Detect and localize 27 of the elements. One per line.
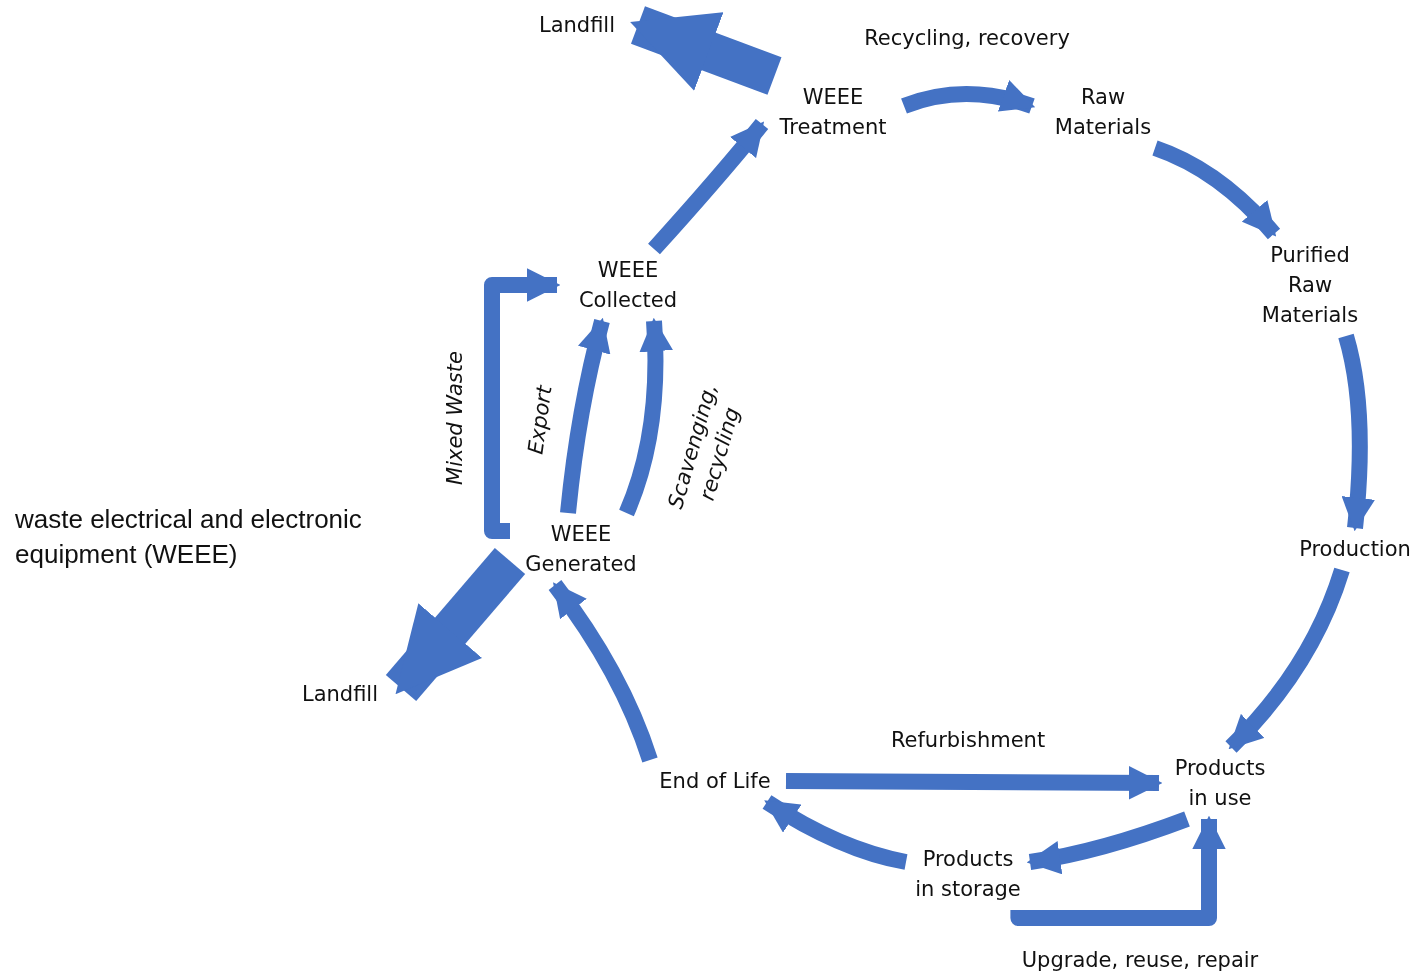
arrow bbox=[484, 268, 561, 539]
arrow bbox=[560, 317, 611, 514]
arrow bbox=[1152, 140, 1281, 240]
stage-label: Products in use bbox=[1165, 753, 1275, 813]
stage-label: Products in storage bbox=[912, 844, 1024, 904]
stage-label: WEEE Treatment bbox=[768, 82, 898, 142]
stage-label: Landfill bbox=[285, 679, 395, 709]
stage-label: Purified Raw Materials bbox=[1250, 240, 1370, 330]
arrow bbox=[1225, 567, 1350, 753]
stage-label: Production bbox=[1290, 534, 1420, 564]
stage-label: WEEE Generated bbox=[516, 519, 646, 579]
stage-label: WEEE Collected bbox=[563, 255, 693, 315]
arrow bbox=[1338, 333, 1375, 532]
arrow bbox=[1010, 815, 1226, 926]
note-text: waste electrical and electronic equipment (WEEE) bbox=[15, 503, 363, 571]
stage-label: End of Life bbox=[650, 766, 780, 796]
arrow bbox=[630, 6, 782, 95]
arrow bbox=[548, 580, 658, 763]
arrow bbox=[1026, 811, 1190, 874]
arrow bbox=[785, 766, 1163, 800]
arrow bbox=[648, 118, 769, 255]
arrow bbox=[901, 80, 1036, 114]
stage-label: Raw Materials bbox=[1038, 82, 1168, 142]
arrow bbox=[762, 795, 908, 870]
arrow bbox=[619, 317, 673, 516]
stage-label: Landfill bbox=[522, 10, 632, 40]
arrow bbox=[385, 547, 526, 702]
